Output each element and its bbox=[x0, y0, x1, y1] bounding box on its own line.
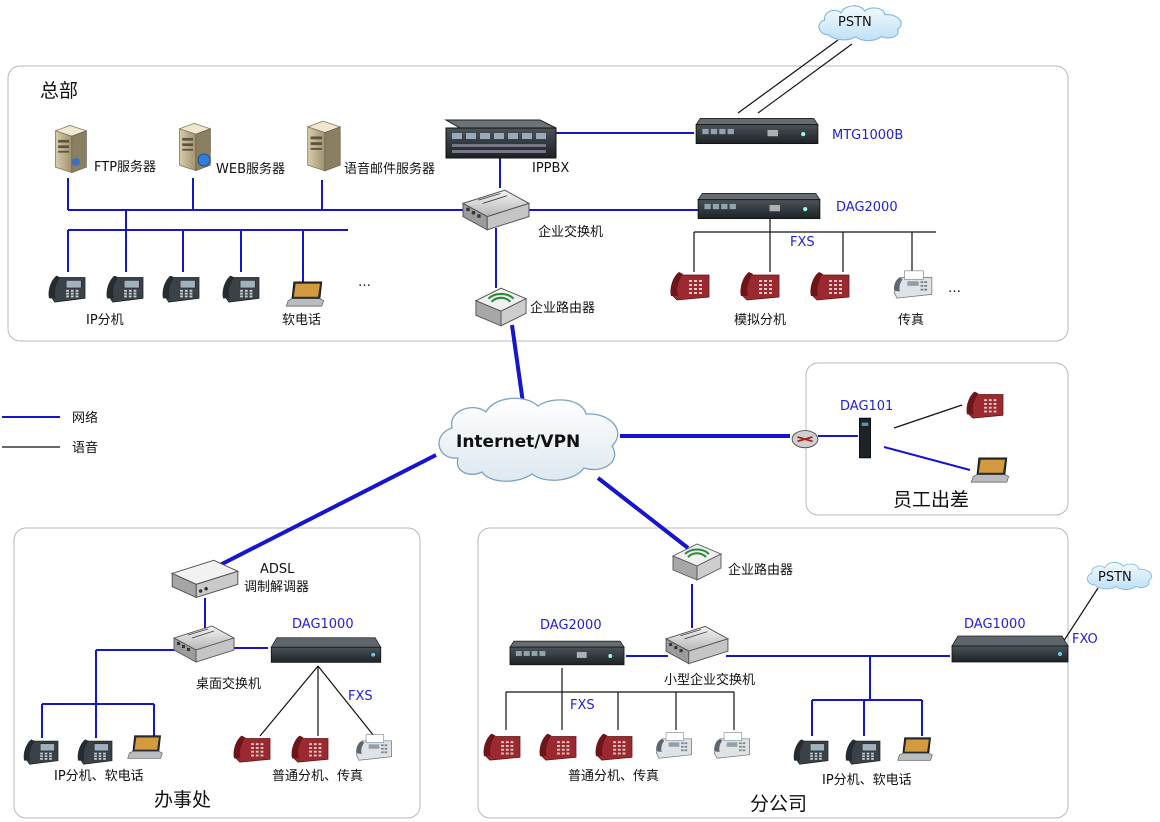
pbx-icon bbox=[444, 119, 557, 129]
office-title: 办事处 bbox=[154, 789, 211, 811]
adsl-label-line1: ADSL bbox=[260, 562, 295, 577]
travel-title: 员工出差 bbox=[893, 489, 969, 511]
branch-ext-fax-label: 普通分机、传真 bbox=[568, 769, 659, 784]
ippbx-device bbox=[444, 119, 557, 159]
server-icon bbox=[307, 120, 341, 172]
hq-ip-ext-label: IP分机 bbox=[86, 313, 124, 328]
office-dag1000-label: DAG1000 bbox=[292, 617, 354, 632]
web-server bbox=[178, 122, 211, 172]
analog-phone-icon bbox=[669, 271, 710, 301]
ip-phone-icon bbox=[222, 275, 260, 303]
legend-network-label: 网络 bbox=[72, 410, 98, 426]
voicemail-server bbox=[307, 120, 341, 172]
ippbx-label: IPPBX bbox=[532, 161, 569, 176]
ip-phone-icon bbox=[106, 275, 144, 303]
internet-label: Internet/VPN bbox=[456, 432, 580, 452]
adsl-label-line2: 调制解调器 bbox=[244, 580, 309, 595]
hq-dag2000-label: DAG2000 bbox=[836, 200, 898, 215]
branch-network-lines bbox=[626, 584, 950, 736]
dag101-laptop-link bbox=[883, 446, 971, 471]
hq-analog-ext-label: 模拟分机 bbox=[734, 313, 786, 328]
small-switch-label: 小型企业交换机 bbox=[664, 672, 755, 688]
dag101-label: DAG101 bbox=[840, 399, 893, 414]
branch-dag2000-label: DAG2000 bbox=[540, 618, 602, 633]
analog-phone-icon bbox=[739, 271, 780, 301]
office-ip-soft-label: IP分机、软电话 bbox=[54, 769, 144, 784]
analog-phone-icon bbox=[483, 733, 521, 761]
analog-phone-icon bbox=[233, 735, 271, 763]
voicemail-server-label: 语音邮件服务器 bbox=[344, 161, 435, 177]
hq-ip-ellipsis: … bbox=[358, 275, 371, 290]
branch-fxo-label: FXO bbox=[1072, 632, 1098, 647]
pstn-label-branch: PSTN bbox=[1098, 570, 1132, 585]
cloud-icon bbox=[438, 397, 619, 482]
office-network-lines bbox=[41, 598, 268, 738]
hq-fxs-label: FXS bbox=[790, 235, 815, 250]
gateway-icon bbox=[858, 417, 872, 459]
hq-switch-label: 企业交换机 bbox=[538, 224, 603, 240]
office-voice-lines bbox=[259, 665, 375, 737]
internet-cloud: Internet/VPN bbox=[438, 397, 619, 482]
hq-softphone-label: 软电话 bbox=[282, 313, 321, 328]
analog-phone-icon bbox=[291, 735, 329, 763]
hq-title: 总部 bbox=[40, 80, 78, 102]
internet-branch-link bbox=[596, 476, 690, 550]
ip-phone-icon bbox=[162, 275, 200, 303]
hq-network-lines bbox=[67, 132, 700, 288]
legend-voice-label: 语音 bbox=[72, 440, 98, 456]
web-server-label: WEB服务器 bbox=[216, 161, 285, 177]
ip-phone-icon bbox=[845, 738, 881, 765]
pstn-cloud-hq: PSTN bbox=[818, 5, 902, 42]
hq-fax-label: 传真 bbox=[898, 313, 924, 328]
pstn-label-hq: PSTN bbox=[838, 15, 872, 30]
ip-phone-icon bbox=[793, 738, 829, 765]
router-icon bbox=[791, 429, 819, 449]
branch-dag1000-label: DAG1000 bbox=[964, 617, 1026, 632]
desk-switch-label: 桌面交换机 bbox=[196, 676, 261, 692]
hq-dag2000-gateway bbox=[697, 192, 821, 220]
analog-phone-icon bbox=[809, 271, 850, 301]
branch-title: 分公司 bbox=[750, 793, 807, 815]
ip-phone-icon bbox=[23, 738, 59, 765]
mtg1000b-label: MTG1000B bbox=[832, 128, 903, 143]
server-icon bbox=[54, 124, 87, 174]
analog-phone-icon bbox=[595, 733, 633, 761]
gateway-icon bbox=[951, 635, 1069, 663]
gateway-icon bbox=[697, 192, 821, 220]
ftp-server bbox=[54, 124, 87, 174]
office-ext-fax-label: 普通分机、传真 bbox=[272, 769, 363, 784]
dag101-phone-link bbox=[893, 404, 963, 429]
analog-phone-icon bbox=[966, 391, 1004, 419]
gateway-icon bbox=[695, 117, 819, 145]
branch-fxs-label: FXS bbox=[570, 698, 595, 713]
mtg1000b-gateway bbox=[695, 117, 819, 145]
hq-router-label: 企业路由器 bbox=[530, 300, 595, 316]
office-fxs-label: FXS bbox=[348, 689, 373, 704]
ftp-server-label: FTP服务器 bbox=[94, 159, 156, 175]
gateway-icon bbox=[270, 637, 382, 663]
ip-phone-icon bbox=[48, 275, 86, 303]
analog-phone-icon bbox=[539, 733, 577, 761]
hq-router-internet-link bbox=[510, 324, 526, 411]
branch-router-label: 企业路由器 bbox=[728, 562, 793, 578]
gateway-icon bbox=[509, 640, 625, 666]
globe-icon bbox=[197, 153, 211, 167]
hq-fax-ellipsis: … bbox=[948, 281, 961, 296]
internet-office-link bbox=[219, 453, 437, 567]
branch-ip-soft-label: IP分机、软电话 bbox=[822, 773, 912, 788]
ip-phone-icon bbox=[77, 738, 113, 765]
pstn-cloud-branch: PSTN bbox=[1086, 561, 1152, 591]
hq-voice-lines bbox=[693, 39, 936, 272]
